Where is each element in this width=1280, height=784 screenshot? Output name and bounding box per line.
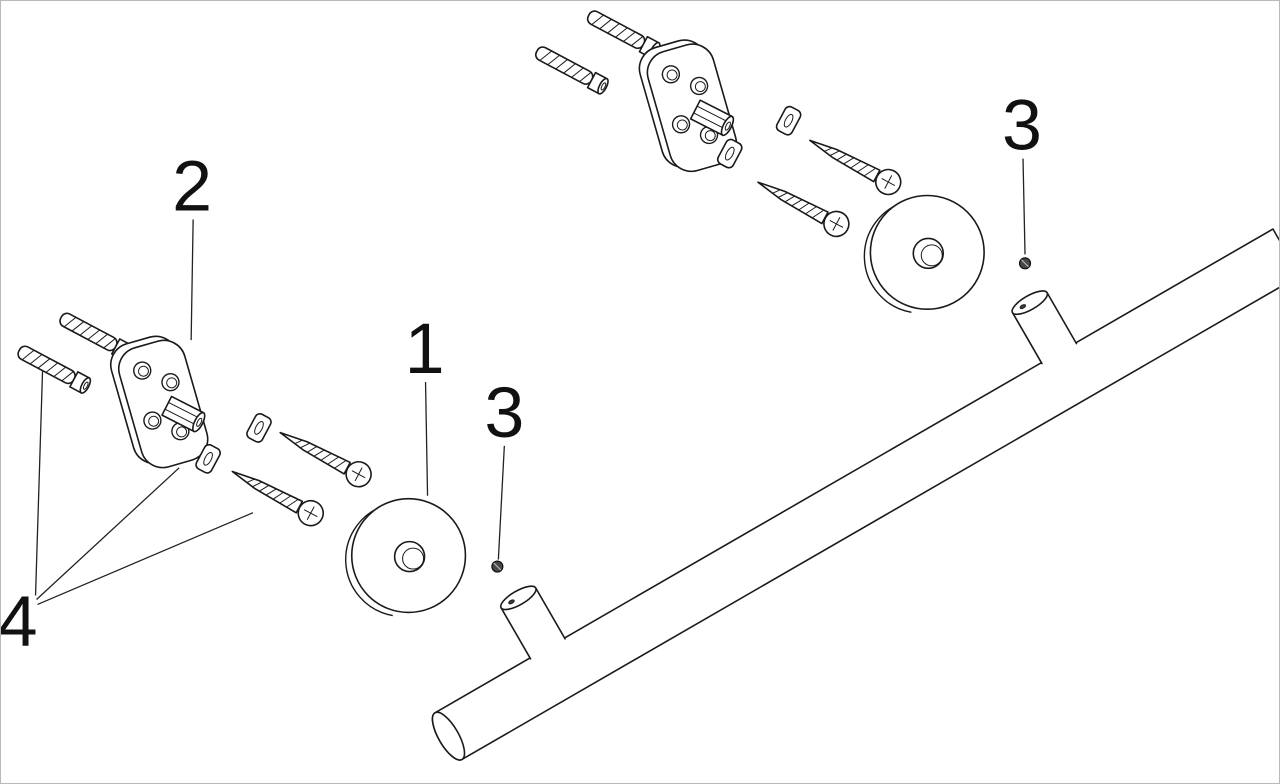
washer	[774, 104, 804, 138]
callouts: 2 1 3 3 4	[1, 86, 1042, 662]
set-screw-left	[491, 560, 504, 573]
callout-label-1: 1	[405, 309, 445, 389]
mounting-screw	[751, 170, 855, 242]
mounting-screw	[273, 420, 377, 492]
left-mount-assembly	[14, 309, 467, 617]
escutcheon-flange	[344, 497, 467, 617]
set-screw-right	[1018, 257, 1032, 270]
set-screw-hole	[1019, 304, 1027, 310]
set-screw-hole	[508, 599, 515, 605]
washer	[244, 411, 274, 445]
bar-post-right	[1009, 287, 1078, 365]
callout-line-bracket	[190, 219, 194, 341]
bar-post-left	[498, 582, 566, 660]
bar-end-cap	[431, 711, 466, 761]
bar-body	[431, 228, 1279, 761]
callout-line-hardware-c	[37, 512, 254, 606]
callout-lines	[34, 158, 1026, 606]
mounting-screw	[225, 459, 329, 531]
wall-anchor	[14, 342, 94, 396]
callout-line-setscrew-left	[497, 445, 505, 560]
callout-line-hardware-b	[36, 467, 180, 600]
callout-label-2: 2	[172, 146, 212, 226]
callout-label-3-right: 3	[1002, 86, 1042, 166]
callout-line-escutcheon	[424, 382, 429, 496]
mounting-screw	[803, 128, 906, 200]
towel-bar	[431, 228, 1279, 761]
callout-line-hardware-a	[34, 371, 44, 596]
callout-label-3-left: 3	[484, 373, 524, 453]
callout-label-4: 4	[1, 581, 38, 661]
right-mount-assembly	[532, 6, 985, 314]
wall-anchor	[532, 42, 611, 97]
escutcheon-flange	[863, 194, 985, 314]
callout-line-setscrew-right	[1022, 158, 1026, 255]
